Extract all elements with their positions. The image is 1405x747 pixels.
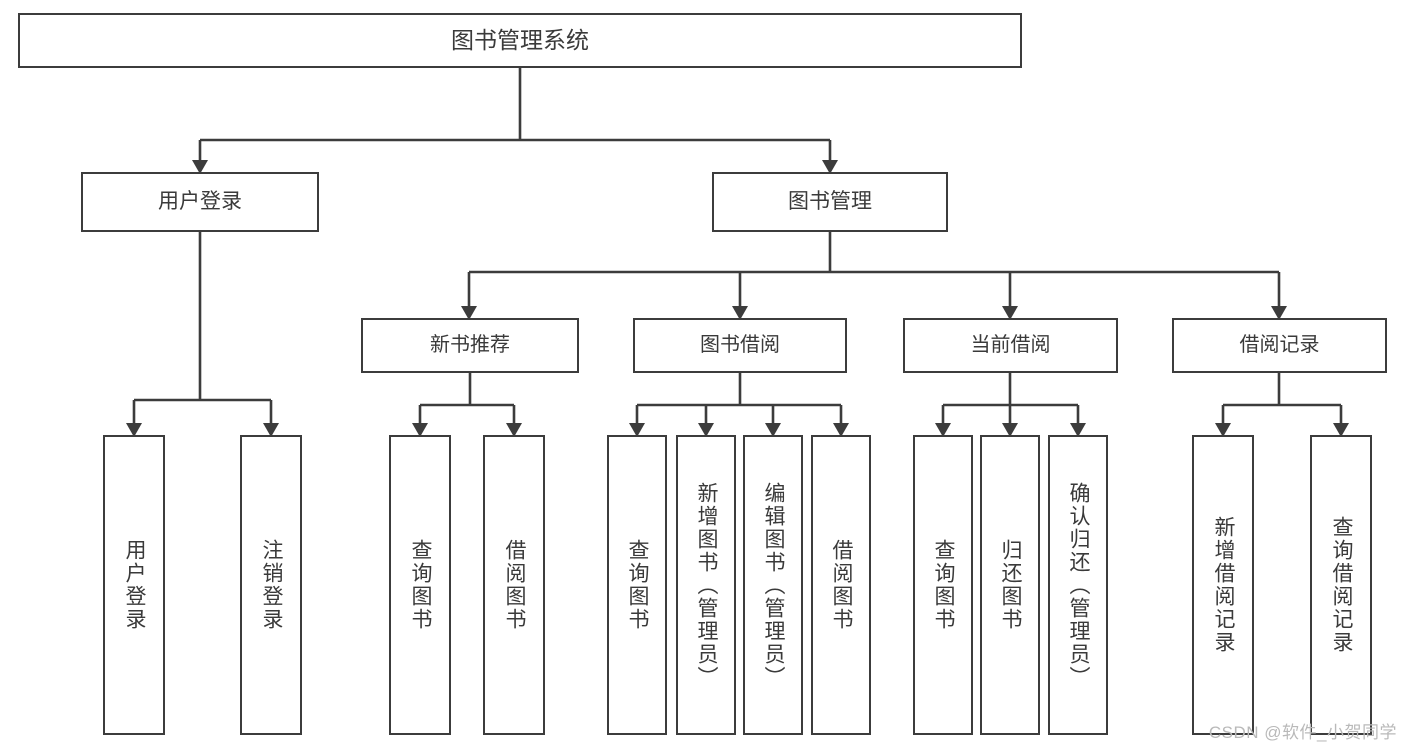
node-user-login[interactable]: 用户登录 (81, 172, 319, 232)
node-label: 新增借阅记录 (1212, 516, 1236, 654)
node-current-borrowing[interactable]: 当前借阅 (903, 318, 1118, 373)
leaf-query-books-borrowing[interactable]: 查询图书 (607, 435, 667, 735)
leaf-add-borrow-record[interactable]: 新增借阅记录 (1192, 435, 1254, 735)
node-label: 图书管理 (788, 189, 872, 213)
node-root-system[interactable]: 图书管理系统 (18, 13, 1022, 68)
node-new-book-recommendation[interactable]: 新书推荐 (361, 318, 579, 373)
leaf-query-books-recommend[interactable]: 查询图书 (389, 435, 451, 735)
node-label: 用户登录 (158, 189, 242, 213)
node-label: 编辑图书（管理员） (762, 481, 786, 689)
leaf-edit-book-admin[interactable]: 编辑图书（管理员） (743, 435, 803, 735)
node-label: 借阅图书 (503, 539, 527, 631)
node-label: 新增图书（管理员） (695, 481, 719, 689)
node-label: 查询图书 (932, 539, 956, 631)
watermark-text: CSDN @软件_小贺同学 (1208, 723, 1397, 742)
node-book-management[interactable]: 图书管理 (712, 172, 948, 232)
leaf-add-book-admin[interactable]: 新增图书（管理员） (676, 435, 736, 735)
leaf-query-books-current[interactable]: 查询图书 (913, 435, 973, 735)
node-label: 查询图书 (409, 539, 433, 631)
leaf-return-books[interactable]: 归还图书 (980, 435, 1040, 735)
node-label: 注销登录 (260, 539, 284, 631)
node-label: 查询图书 (626, 539, 650, 631)
node-label: 查询借阅记录 (1330, 516, 1354, 654)
node-label: 借阅图书 (830, 539, 854, 631)
node-label: 借阅记录 (1239, 334, 1320, 356)
node-book-borrowing[interactable]: 图书借阅 (633, 318, 847, 373)
leaf-query-borrow-record[interactable]: 查询借阅记录 (1310, 435, 1372, 735)
leaf-borrow-books-recommend[interactable]: 借阅图书 (483, 435, 545, 735)
node-label: 确认归还（管理员） (1067, 481, 1091, 689)
leaf-logout[interactable]: 注销登录 (240, 435, 302, 735)
node-borrow-records[interactable]: 借阅记录 (1172, 318, 1387, 373)
node-label: 新书推荐 (430, 334, 510, 356)
node-label: 图书借阅 (700, 334, 780, 356)
leaf-borrow-books[interactable]: 借阅图书 (811, 435, 871, 735)
node-label: 归还图书 (999, 539, 1023, 631)
leaf-user-login[interactable]: 用户登录 (103, 435, 165, 735)
leaf-confirm-return-admin[interactable]: 确认归还（管理员） (1048, 435, 1108, 735)
node-label: 当前借阅 (970, 334, 1051, 356)
node-label: 图书管理系统 (451, 27, 589, 54)
node-label: 用户登录 (123, 539, 147, 631)
